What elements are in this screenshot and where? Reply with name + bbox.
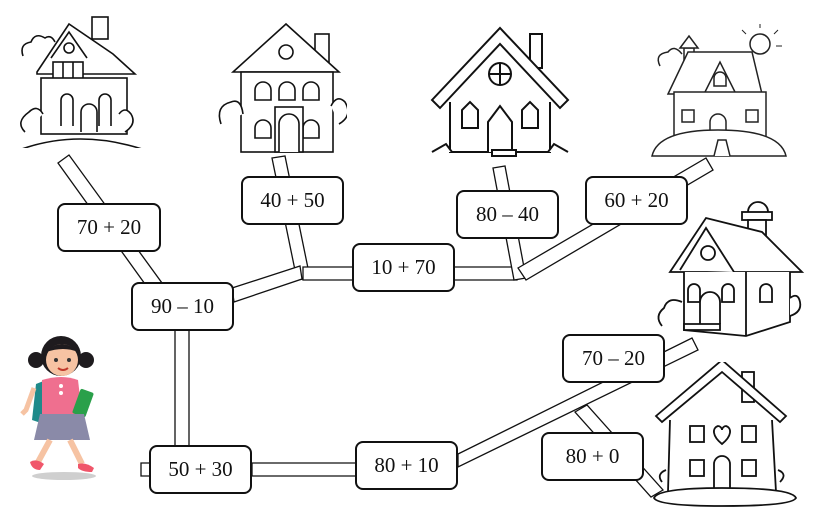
road-e6-e7[interactable]: [174, 327, 190, 449]
heart-house-icon[interactable]: [650, 362, 810, 510]
gabled-house-icon[interactable]: [428, 24, 572, 158]
gingerbread-house-icon[interactable]: [650, 198, 810, 344]
expression-box[interactable]: 70 + 20: [57, 203, 161, 252]
schoolgirl-icon[interactable]: [18, 330, 108, 480]
expression-box[interactable]: 50 + 30: [149, 445, 252, 494]
cottage-house-icon[interactable]: [15, 14, 147, 148]
expression-box[interactable]: 60 + 20: [585, 176, 688, 225]
expression-box[interactable]: 80 – 40: [456, 190, 559, 239]
road-e6-junction[interactable]: [231, 265, 303, 303]
expression-box[interactable]: 10 + 70: [352, 243, 455, 292]
expression-box[interactable]: 80 + 10: [355, 441, 458, 490]
house-with-sun-icon[interactable]: [648, 22, 798, 160]
expression-box[interactable]: 70 – 20: [562, 334, 665, 383]
road-e7-e8[interactable]: [251, 462, 359, 477]
expression-box[interactable]: 80 + 0: [541, 432, 644, 481]
expression-box[interactable]: 40 + 50: [241, 176, 344, 225]
two-story-house-icon[interactable]: [215, 12, 347, 158]
expression-box[interactable]: 90 – 10: [131, 282, 234, 331]
